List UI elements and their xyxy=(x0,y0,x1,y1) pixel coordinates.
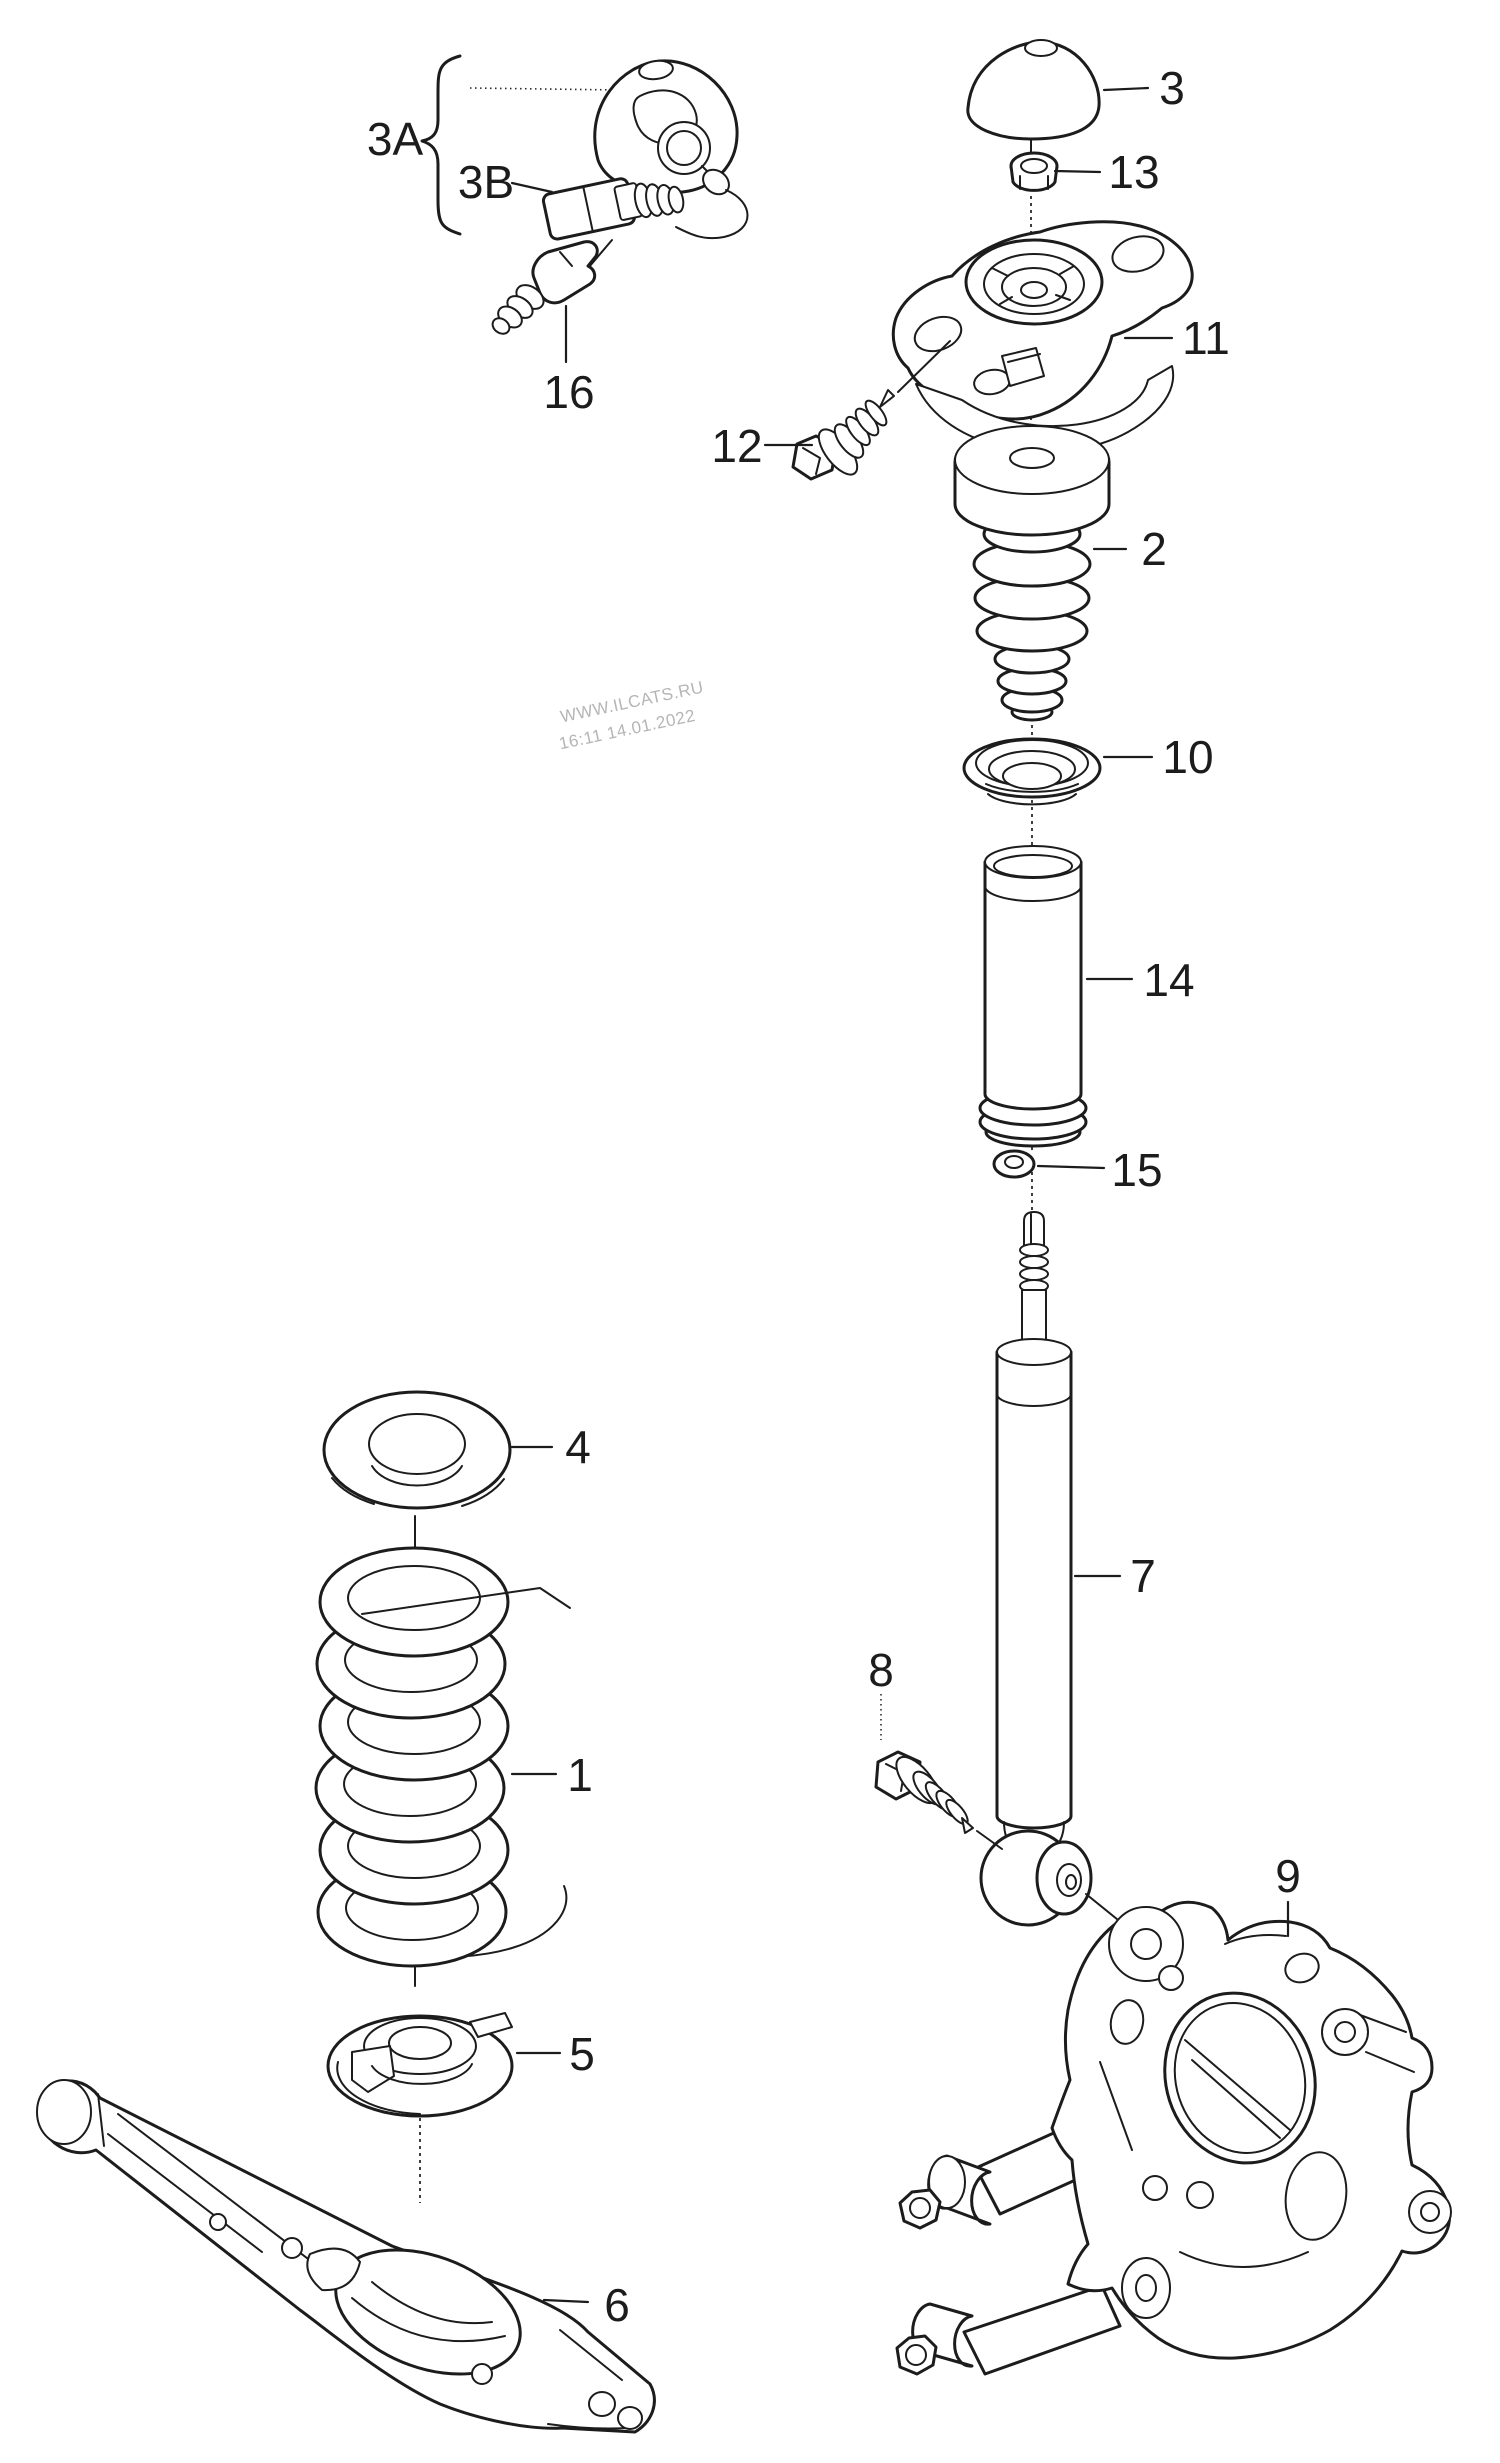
lower-control-arm xyxy=(36,2079,656,2434)
brace-3a xyxy=(420,54,462,236)
label-13: 13 xyxy=(1108,146,1159,198)
label-7: 7 xyxy=(1130,1550,1156,1602)
self-locking-nut xyxy=(1009,151,1059,192)
upper-spring-pad xyxy=(322,1390,512,1510)
knuckle-arm-lower xyxy=(895,2284,1122,2376)
label-8: 8 xyxy=(868,1644,894,1696)
strut-top-mount xyxy=(891,220,1194,453)
protective-cap xyxy=(966,39,1101,141)
label-2: 2 xyxy=(1141,523,1167,575)
part-labels: 3A 3B 3 13 11 12 2 10 14 15 7 8 9 4 1 5 … xyxy=(367,62,1301,2331)
label-3b: 3B xyxy=(458,156,514,208)
leader-lines xyxy=(510,86,1174,2304)
label-12: 12 xyxy=(711,420,762,472)
label-15: 15 xyxy=(1111,1144,1162,1196)
lower-spring-seat xyxy=(326,2012,514,2118)
coil-spring xyxy=(314,1546,571,1968)
protective-tube xyxy=(978,845,1088,1148)
shock-absorber xyxy=(979,1211,1129,1929)
label-3a: 3A xyxy=(367,113,424,165)
upper-spring-seat xyxy=(962,737,1102,806)
mount-bolt xyxy=(791,340,951,481)
label-1: 1 xyxy=(567,1749,593,1801)
watermark: WWW.ILCATS.RU 16:11 14.01.2022 xyxy=(557,678,705,754)
shock-bolt xyxy=(874,1694,1003,1850)
label-9: 9 xyxy=(1275,1850,1301,1902)
label-6: 6 xyxy=(604,2279,630,2331)
label-5: 5 xyxy=(569,2028,595,2080)
label-14: 14 xyxy=(1143,954,1194,1006)
label-4: 4 xyxy=(565,1421,591,1473)
sensor-bracket xyxy=(491,240,599,335)
sensor-dome xyxy=(593,59,749,240)
sensor-connector xyxy=(541,177,685,241)
bump-stop xyxy=(953,425,1111,722)
label-3: 3 xyxy=(1159,62,1185,114)
level-sensor-assembly xyxy=(420,54,749,364)
label-16: 16 xyxy=(543,366,594,418)
spring-coils xyxy=(314,1546,510,1968)
label-11: 11 xyxy=(1182,312,1230,364)
label-10: 10 xyxy=(1162,731,1213,783)
wheel-knuckle xyxy=(895,1900,1452,2376)
washer xyxy=(992,1149,1036,1179)
